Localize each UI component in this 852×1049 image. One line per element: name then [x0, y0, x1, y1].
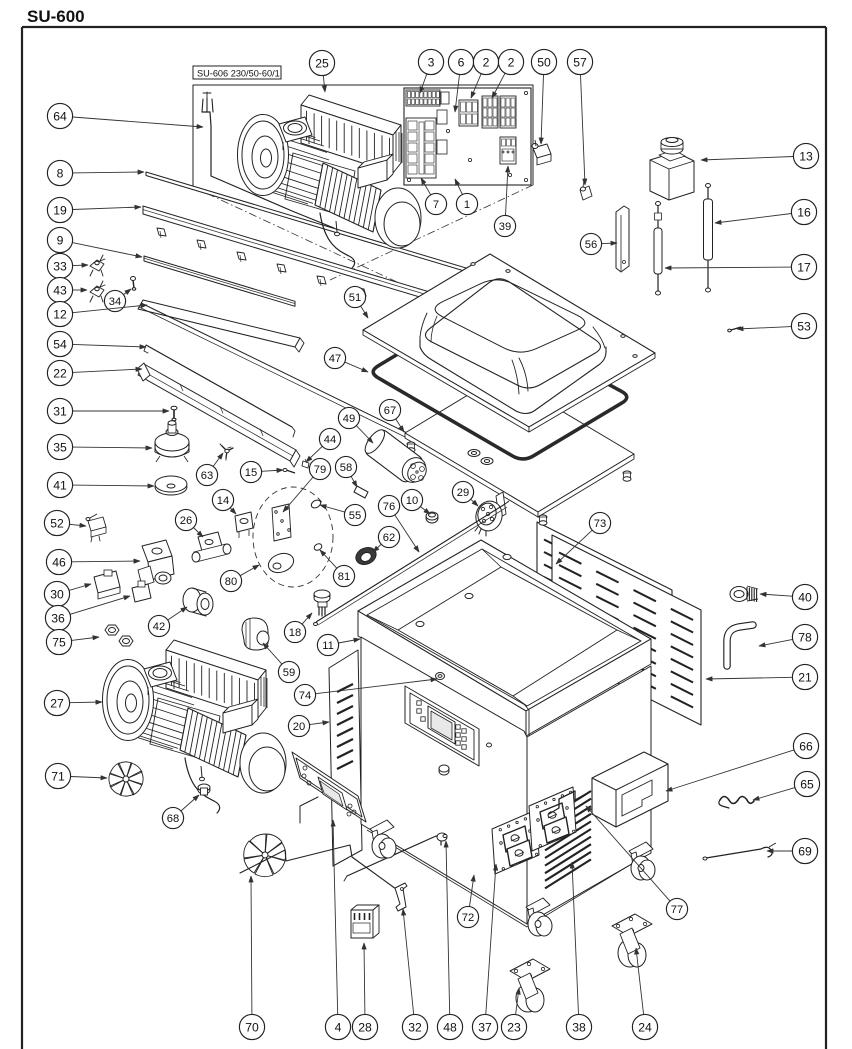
svg-text:74: 74 — [299, 690, 311, 702]
svg-text:70: 70 — [245, 1020, 259, 1034]
svg-text:77: 77 — [671, 904, 683, 916]
svg-text:30: 30 — [50, 587, 64, 601]
svg-text:28: 28 — [358, 1020, 372, 1034]
svg-text:51: 51 — [349, 292, 361, 304]
svg-text:11: 11 — [322, 640, 334, 652]
svg-text:32: 32 — [408, 1020, 422, 1034]
svg-text:31: 31 — [53, 404, 67, 418]
svg-text:SU-600: SU-600 — [27, 7, 85, 26]
svg-text:48: 48 — [443, 1020, 457, 1034]
svg-text:2: 2 — [508, 55, 515, 69]
svg-text:78: 78 — [798, 630, 812, 644]
svg-text:38: 38 — [572, 1020, 586, 1034]
svg-text:57: 57 — [573, 55, 587, 69]
svg-text:80: 80 — [225, 576, 237, 588]
svg-text:73: 73 — [594, 518, 606, 530]
svg-text:9: 9 — [57, 233, 64, 247]
svg-text:39: 39 — [499, 221, 511, 233]
svg-text:12: 12 — [53, 307, 67, 321]
svg-text:35: 35 — [53, 440, 67, 454]
svg-text:66: 66 — [799, 739, 813, 753]
svg-text:27: 27 — [50, 696, 64, 710]
svg-text:56: 56 — [585, 239, 597, 251]
svg-text:79: 79 — [314, 464, 326, 476]
svg-text:43: 43 — [53, 283, 67, 297]
svg-text:72: 72 — [462, 912, 474, 924]
svg-text:64: 64 — [53, 109, 67, 123]
svg-text:18: 18 — [289, 627, 301, 639]
svg-text:33: 33 — [53, 259, 67, 273]
svg-text:37: 37 — [478, 1020, 492, 1034]
svg-text:16: 16 — [797, 205, 811, 219]
svg-text:34: 34 — [109, 296, 121, 308]
svg-text:54: 54 — [53, 337, 67, 351]
svg-text:SU-606 230/50-60/1: SU-606 230/50-60/1 — [197, 69, 280, 79]
svg-text:44: 44 — [324, 434, 336, 446]
svg-text:26: 26 — [180, 515, 192, 527]
svg-text:46: 46 — [52, 555, 66, 569]
svg-text:40: 40 — [798, 590, 812, 604]
svg-text:23: 23 — [507, 1020, 521, 1034]
svg-text:76: 76 — [383, 501, 395, 513]
svg-text:59: 59 — [283, 667, 295, 679]
svg-text:7: 7 — [433, 199, 439, 211]
svg-text:3: 3 — [428, 55, 435, 69]
svg-text:71: 71 — [51, 769, 65, 783]
svg-text:75: 75 — [52, 635, 66, 649]
svg-text:8: 8 — [57, 166, 64, 180]
svg-text:53: 53 — [797, 319, 811, 333]
svg-text:68: 68 — [167, 813, 179, 825]
svg-text:2: 2 — [483, 55, 490, 69]
svg-text:65: 65 — [800, 777, 814, 791]
svg-text:15: 15 — [245, 467, 257, 479]
svg-text:55: 55 — [349, 510, 361, 522]
svg-text:24: 24 — [638, 1020, 652, 1034]
svg-text:22: 22 — [53, 366, 67, 380]
svg-text:81: 81 — [338, 571, 350, 583]
svg-text:67: 67 — [384, 405, 396, 417]
svg-text:4: 4 — [335, 1020, 342, 1034]
svg-text:17: 17 — [797, 260, 811, 274]
svg-text:29: 29 — [457, 487, 469, 499]
svg-text:41: 41 — [53, 478, 67, 492]
svg-text:52: 52 — [50, 516, 64, 530]
svg-text:49: 49 — [343, 413, 355, 425]
svg-text:20: 20 — [293, 721, 305, 733]
svg-text:25: 25 — [315, 56, 329, 70]
svg-text:63: 63 — [201, 470, 213, 482]
svg-text:58: 58 — [340, 462, 352, 474]
svg-text:50: 50 — [537, 55, 551, 69]
svg-text:42: 42 — [153, 621, 165, 633]
svg-text:36: 36 — [51, 611, 65, 625]
svg-text:69: 69 — [798, 844, 812, 858]
svg-text:14: 14 — [217, 495, 229, 507]
svg-text:62: 62 — [383, 532, 395, 544]
svg-text:13: 13 — [799, 149, 813, 163]
svg-text:21: 21 — [798, 670, 812, 684]
svg-text:10: 10 — [406, 495, 418, 507]
svg-text:1: 1 — [464, 199, 470, 211]
svg-text:47: 47 — [329, 353, 341, 365]
svg-text:19: 19 — [53, 203, 67, 217]
svg-text:6: 6 — [458, 55, 465, 69]
